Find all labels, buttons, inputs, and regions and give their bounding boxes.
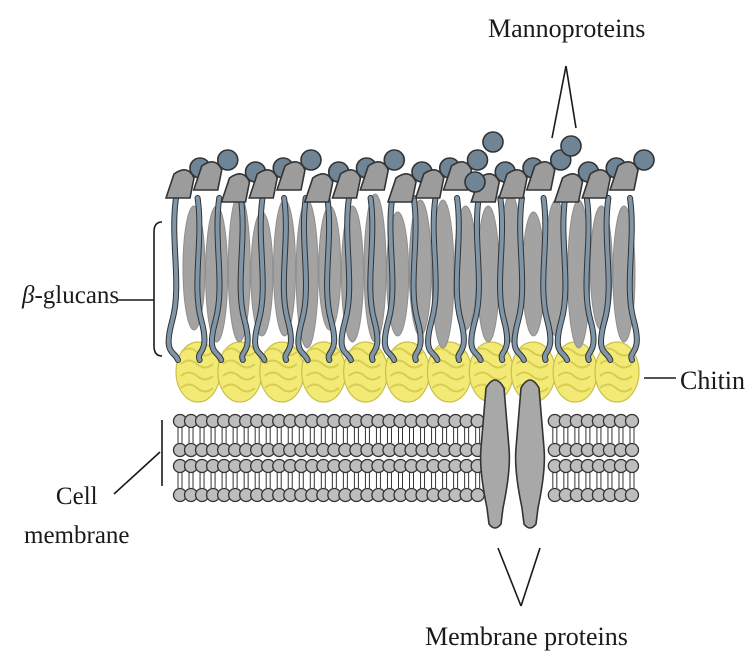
- mannoprotein-cap: [222, 174, 250, 202]
- beta-symbol: β: [22, 282, 34, 309]
- mannoprotein-ball: [301, 150, 321, 170]
- chitin-fiber-bundle: [260, 342, 304, 402]
- lipid-head: [471, 489, 484, 502]
- mannoprotein-ball: [218, 150, 238, 170]
- lipid-head: [626, 415, 639, 428]
- mannoprotein-cap: [388, 174, 416, 202]
- chitin-fiber-bundle: [344, 342, 388, 402]
- mannoprotein-ball: [384, 150, 404, 170]
- mannoprotein-ball: [483, 132, 503, 152]
- chitin-fiber-bundle: [302, 342, 346, 402]
- lipid-head: [626, 489, 639, 502]
- lipid-head: [626, 460, 639, 473]
- chitin-fiber-bundle: [386, 342, 430, 402]
- lipid-head: [626, 444, 639, 457]
- leader-mannoproteins-left: [552, 66, 566, 138]
- mannoprotein-ball: [561, 136, 581, 156]
- membrane-proteins-label: Membrane proteins: [425, 622, 628, 652]
- mannoprotein-layer: [166, 132, 654, 202]
- beta-glucans-bracket: [154, 222, 162, 356]
- lipid-bilayer: [174, 415, 639, 502]
- cell-membrane-label-line1: Cell: [24, 478, 130, 517]
- beta-glucans-label: β-glucans: [22, 282, 119, 311]
- chitin-label: Chitin: [680, 366, 745, 396]
- mannoprotein-ball: [465, 172, 485, 192]
- leader-mannoproteins-right: [566, 66, 576, 128]
- membrane-protein-layer: [481, 380, 545, 528]
- mannoprotein-cap: [305, 174, 333, 202]
- glucans-text: -glucans: [34, 282, 119, 309]
- mannoprotein-ball: [468, 150, 488, 170]
- cell-membrane-label: Cell membrane: [24, 478, 130, 556]
- beta-glucan-layer: [169, 194, 637, 360]
- membrane-protein: [481, 380, 510, 528]
- membrane-protein: [516, 380, 545, 528]
- leader-membrane-proteins-right: [521, 548, 540, 606]
- mannoproteins-label: Mannoproteins: [488, 14, 645, 44]
- mannoprotein-ball: [634, 150, 654, 170]
- cell-membrane-label-line2: membrane: [24, 517, 130, 556]
- leader-membrane-proteins-left: [498, 548, 521, 606]
- mannoprotein-cap: [555, 174, 583, 202]
- mannoprotein-cap: [166, 170, 194, 198]
